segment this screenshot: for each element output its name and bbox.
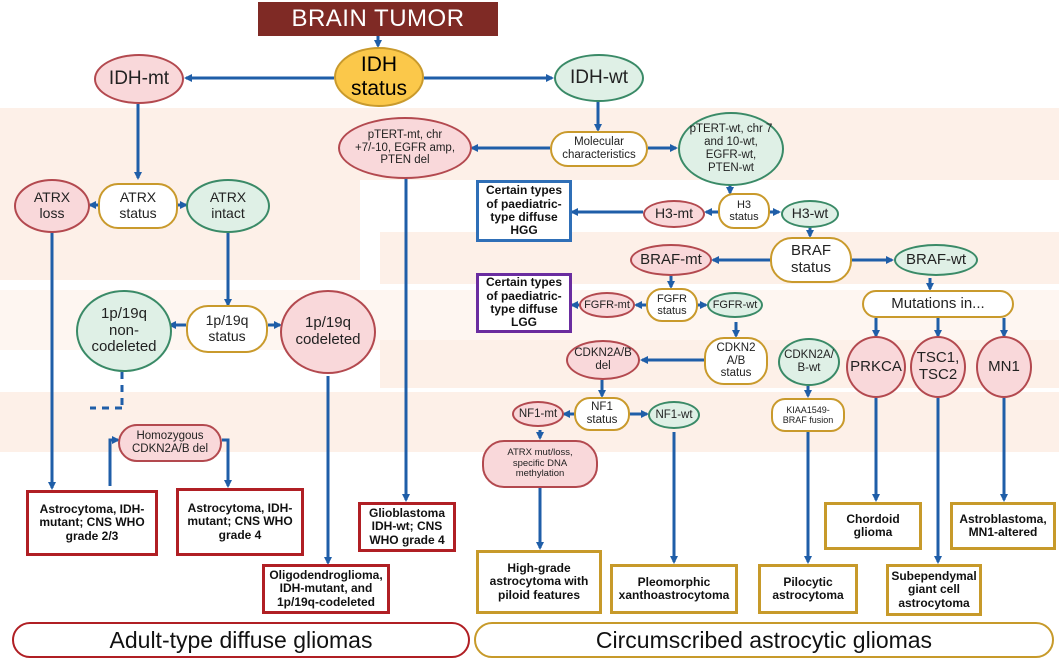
- outcome-astrocytoma-grade-2-3: Astrocytoma, IDH-mutant; CNS WHO grade 2…: [26, 490, 158, 556]
- codel-status-node: 1p/19q status: [186, 305, 268, 353]
- outcome-astroblastoma: Astroblastoma, MN1-altered: [950, 502, 1056, 550]
- footer-circumscribed: Circumscribed astrocytic gliomas: [474, 622, 1054, 658]
- ptert-mt-node: pTERT-mt, chr +7/-10, EGFR amp, PTEN del: [338, 117, 472, 179]
- nf1-wt-node: NF1-wt: [648, 401, 700, 429]
- atrx-intact-node: ATRX intact: [186, 179, 270, 233]
- fgfr-mt-node: FGFR-mt: [579, 292, 635, 318]
- background-band: [0, 108, 1059, 180]
- ptert-wt-node: pTERT-wt, chr 7 and 10-wt, EGFR-wt, PTEN…: [678, 112, 784, 186]
- outcome-paediatric-hgg: Certain types of paediatric-type diffuse…: [476, 180, 572, 242]
- outcome-glioblastoma: Glioblastoma IDH-wt; CNS WHO grade 4: [358, 502, 456, 552]
- outcome-chordoid-glioma: Chordoid glioma: [824, 502, 922, 550]
- idh-mt-node: IDH-mt: [94, 54, 184, 104]
- prkca-node: PRKCA: [846, 336, 906, 398]
- footer-adult-type: Adult-type diffuse gliomas: [12, 622, 470, 658]
- codel-non-node: 1p/19q non-codeleted: [76, 290, 172, 372]
- braf-mt-node: BRAF-mt: [630, 244, 712, 276]
- h3-status-node: H3 status: [718, 193, 770, 229]
- nf1-mt-node: NF1-mt: [512, 401, 564, 427]
- idh-wt-node: IDH-wt: [554, 54, 644, 102]
- fgfr-status-node: FGFR status: [646, 288, 698, 322]
- tsc-node: TSC1, TSC2: [910, 336, 966, 398]
- outcome-pilocytic: Pilocytic astrocytoma: [758, 564, 858, 614]
- molecular-characteristics-node: Molecular characteristics: [550, 131, 648, 167]
- braf-status-node: BRAF status: [770, 237, 852, 283]
- h3-wt-node: H3-wt: [781, 200, 839, 228]
- h3-mt-node: H3-mt: [643, 200, 705, 228]
- braf-wt-node: BRAF-wt: [894, 244, 978, 276]
- mutations-in-node: Mutations in...: [862, 290, 1014, 318]
- outcome-pleomorphic-xanthoastrocytoma: Pleomorphic xanthoastrocytoma: [610, 564, 738, 614]
- fgfr-wt-node: FGFR-wt: [707, 292, 763, 318]
- mn1-node: MN1: [976, 336, 1032, 398]
- cdkn-wt-node: CDKN2A/ B-wt: [778, 338, 840, 386]
- atrx-status-node: ATRX status: [98, 183, 178, 229]
- cdkn-del-node: CDKN2A/B del: [566, 340, 640, 380]
- codel-yes-node: 1p/19q codeleted: [280, 290, 376, 374]
- atrx-loss-node: ATRX loss: [14, 179, 90, 233]
- outcome-high-grade-piloid: High-grade astrocytoma with piloid featu…: [476, 550, 602, 614]
- outcome-oligodendroglioma: Oligodendroglioma, IDH-mutant, and 1p/19…: [262, 564, 390, 614]
- cdkn-status-node: CDKN2 A/B status: [704, 337, 768, 385]
- idh-status-node: IDH status: [334, 47, 424, 107]
- outcome-astrocytoma-grade-4: Astrocytoma, IDH-mutant; CNS WHO grade 4: [176, 488, 304, 556]
- outcome-sega: Subependymal giant cell astrocytoma: [886, 564, 982, 616]
- page-title: BRAIN TUMOR: [258, 2, 498, 36]
- nf1-status-node: NF1 status: [574, 397, 630, 431]
- atrx-mut-methylation-node: ATRX mut/loss, specific DNA methylation: [482, 440, 598, 488]
- kiaa-fusion-node: KIAA1549-BRAF fusion: [771, 398, 845, 432]
- cdkn-homozygous-node: Homozygous CDKN2A/B del: [118, 424, 222, 462]
- outcome-paediatric-lgg: Certain types of paediatric-type diffuse…: [476, 273, 572, 333]
